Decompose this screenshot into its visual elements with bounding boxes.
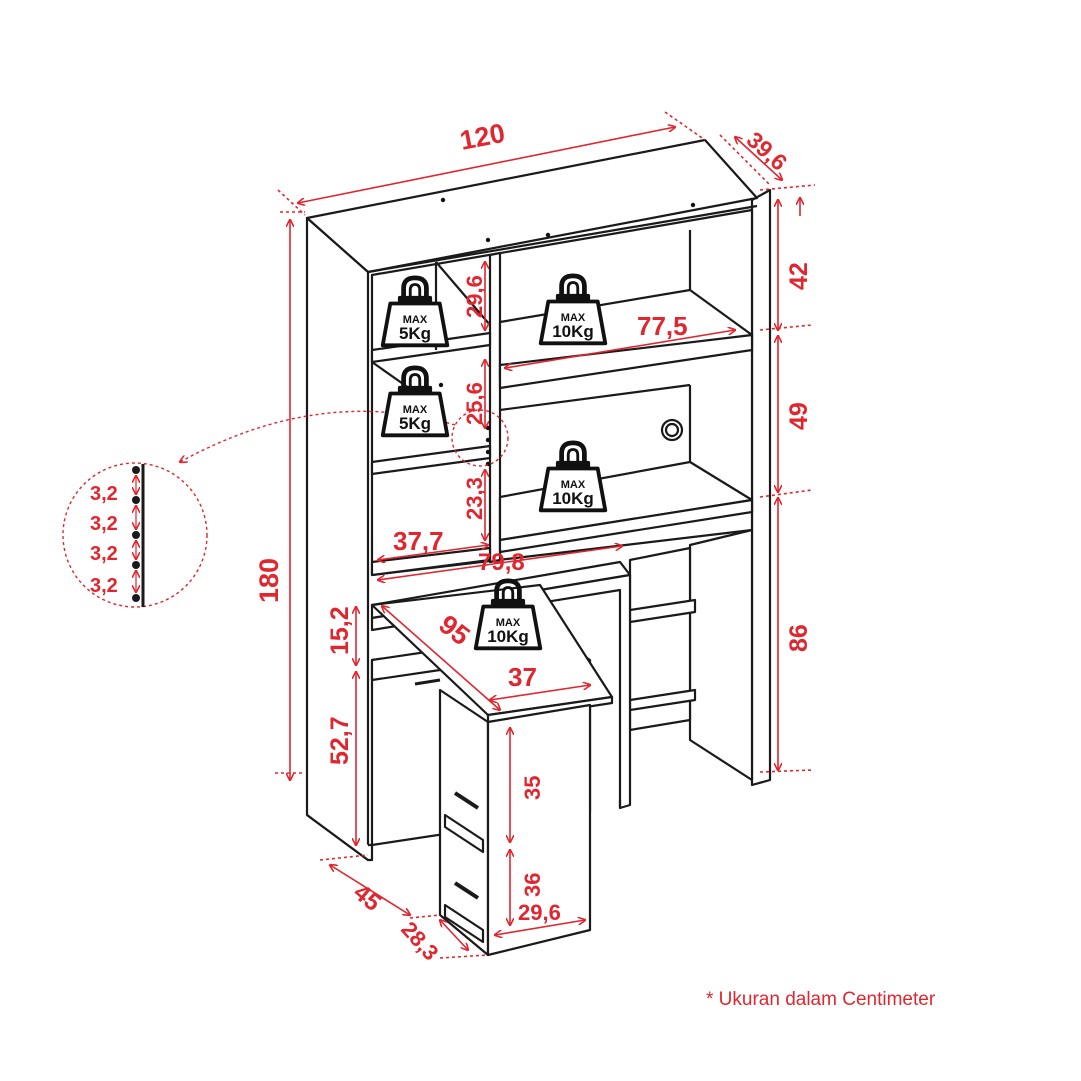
weight-max-label: MAX	[561, 479, 586, 491]
dim-line-120	[298, 127, 675, 203]
dim-right-mid: 49	[785, 402, 813, 430]
hole-spacing-4: 3,2	[90, 575, 118, 597]
dimension-lines	[275, 111, 816, 959]
right-lower-frame	[688, 528, 754, 782]
dim-leg-lower: 36	[520, 873, 545, 897]
dim-right-top: 42	[785, 262, 813, 290]
dim-width-total: 120	[457, 118, 507, 156]
weight-icon-group-1: MAX 5Kg	[383, 278, 448, 345]
dim-line-45	[330, 865, 410, 915]
dim-line-77-5	[505, 330, 735, 368]
left-shelf-2	[370, 444, 492, 476]
dim-line-37	[490, 685, 590, 700]
weight-max-label: MAX	[561, 312, 586, 324]
weight-value: 5Kg	[399, 414, 431, 433]
dim-left-shelf-3: 23,3	[462, 477, 487, 520]
dim-shelf-width: 77,5	[637, 311, 688, 341]
weight-icon-group-5: MAX 10Kg	[476, 581, 541, 648]
center-divider	[488, 251, 502, 564]
weight-value: 10Kg	[552, 322, 594, 341]
dim-desk-depth: 37	[508, 662, 537, 692]
dim-lower-height: 52,7	[326, 716, 354, 765]
dim-line-29-6-leg	[495, 920, 585, 935]
weight-max-label: MAX	[496, 617, 521, 629]
hole-spacing-3: 3,2	[90, 543, 118, 565]
dim-desk-width: 79,8	[478, 549, 525, 576]
dim-line-79-8	[378, 546, 622, 580]
weight-icon-group-4: MAX 10Kg	[541, 443, 606, 510]
hole-spacing-2: 3,2	[90, 513, 118, 535]
weight-icon-group-3: MAX 10Kg	[541, 276, 606, 343]
dim-left-width: 37,7	[393, 526, 444, 556]
dim-leg-upper: 35	[520, 776, 545, 800]
dim-leg-width: 29,6	[518, 900, 561, 925]
dim-height-total: 180	[254, 558, 284, 603]
hole-spacing-1: 3,2	[90, 483, 118, 505]
dim-line-39-6	[735, 137, 782, 180]
weight-max-label: MAX	[403, 404, 428, 416]
dim-line-95	[382, 606, 500, 710]
dim-left-shelf-2: 25,6	[462, 382, 487, 425]
dim-depth-total: 39,6	[742, 126, 793, 175]
dim-line-28-3	[440, 920, 468, 950]
unit-note: * Ukuran dalam Centimeter	[706, 989, 936, 1010]
dim-right-bottom: 86	[785, 624, 813, 652]
weight-icon-group-2: MAX 5Kg	[383, 368, 448, 435]
leg-rung-1	[443, 813, 485, 854]
weight-value: 5Kg	[399, 324, 431, 343]
dim-base-depth: 45	[348, 879, 386, 917]
weight-max-label: MAX	[403, 314, 428, 326]
dim-desk-gap: 15,2	[326, 606, 354, 655]
furniture-drawing	[305, 138, 772, 957]
dim-left-shelf-1: 29,6	[462, 275, 487, 318]
weight-value: 10Kg	[552, 489, 594, 508]
weight-value: 10Kg	[487, 627, 529, 646]
left-shelf-1	[370, 331, 492, 364]
dimension-labels: 120 39,6 180 42 49 86 77,5 29,6 25,6 23,…	[254, 118, 813, 965]
dim-leg-depth: 28,3	[396, 917, 443, 966]
right-side-panel	[750, 188, 772, 787]
